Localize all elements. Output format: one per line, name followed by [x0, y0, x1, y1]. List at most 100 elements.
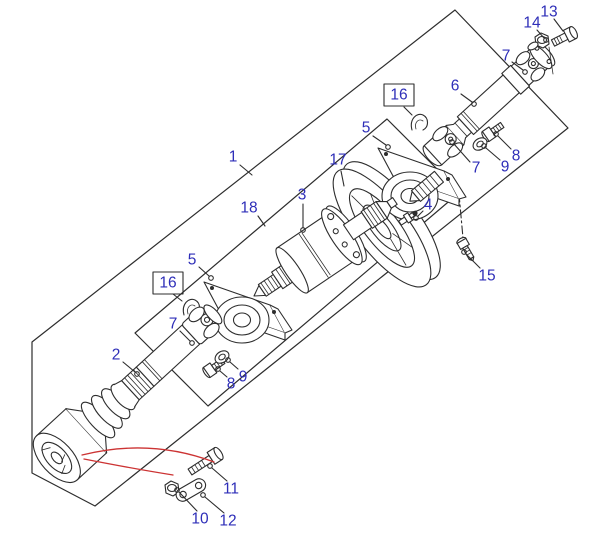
part-nut-14 — [527, 32, 554, 75]
leader-line — [219, 370, 228, 378]
leader-dot — [461, 249, 467, 255]
callout-number: 18 — [240, 200, 257, 217]
leader-line — [417, 210, 424, 217]
leader-line — [497, 135, 512, 150]
kit-outline-border — [31, 9, 569, 507]
leader-line — [485, 147, 501, 161]
leader-line — [511, 61, 524, 71]
callout-number: 11 — [223, 481, 239, 498]
callout-number: 3 — [298, 187, 307, 204]
callout-7-universal-joint-front[interactable]: 7 — [169, 316, 195, 346]
callout-9-washer-rear[interactable]: 9 — [481, 143, 510, 176]
callout-number: 12 — [219, 513, 236, 530]
leader-dot — [481, 143, 487, 149]
callout-number: 9 — [501, 159, 510, 176]
callout-17-drum-flange[interactable]: 17 — [329, 152, 347, 187]
leader-line — [340, 170, 345, 187]
callout-15-screw[interactable]: 15 — [461, 249, 496, 285]
callout-11-bolt-fixing[interactable]: 11 — [207, 463, 239, 498]
highlight-box — [152, 271, 184, 295]
callout-number: 7 — [169, 316, 178, 333]
leader-line — [179, 330, 191, 342]
leader-line — [239, 164, 253, 176]
callout-9-washer-front[interactable]: 9 — [225, 357, 248, 386]
part-bolt-11 — [187, 446, 224, 476]
callout-number: 13 — [540, 4, 557, 21]
leader-dot — [189, 340, 195, 346]
callout-number: 7 — [502, 48, 511, 65]
leader-line — [465, 253, 481, 269]
callout-1-propshaft-kit-outline[interactable]: 1 — [229, 149, 253, 176]
callout-8-bolt-rear[interactable]: 8 — [493, 131, 521, 165]
callout-12-link-strap[interactable]: 12 — [200, 492, 237, 530]
leader-line — [178, 491, 198, 512]
leader-dot — [207, 463, 213, 469]
part-bolt-8-rear — [481, 121, 505, 143]
leader-dot — [493, 131, 499, 137]
leader-line — [403, 106, 413, 116]
leader-dot — [174, 487, 180, 493]
leader-dot — [300, 227, 306, 233]
leader-line — [372, 135, 387, 146]
part-bolt-13 — [550, 26, 579, 47]
callout-number: 10 — [191, 511, 209, 528]
callout-8-bolt-front[interactable]: 8 — [215, 366, 236, 393]
callout-4-grease-nipple[interactable]: 4 — [413, 197, 433, 221]
leader-dot — [543, 37, 549, 43]
callout-number: 8 — [227, 376, 236, 393]
callout-3-coupling-shaft[interactable]: 3 — [298, 187, 307, 233]
callout-number: 6 — [451, 78, 460, 95]
callout-number: 5 — [188, 252, 197, 269]
part-grease-nipple-4 — [398, 210, 418, 226]
callout-number: 2 — [112, 347, 121, 364]
callout-14-nut-flange[interactable]: 14 — [523, 15, 549, 43]
callout-number: 5 — [362, 120, 371, 137]
callout-7-universal-joint-rear-upper[interactable]: 7 — [502, 48, 528, 75]
leader-dot — [471, 101, 477, 107]
leader-line — [257, 215, 266, 227]
callout-number: 16 — [159, 275, 176, 292]
part-front-propshaft-2 — [32, 304, 223, 484]
leader-dot — [134, 371, 140, 377]
red-pointer-curves — [81, 447, 215, 476]
callout-number: 16 — [390, 87, 407, 104]
leader-line — [460, 93, 473, 103]
callout-5-centre-bearing-bracket-front[interactable]: 5 — [188, 252, 214, 281]
leader-dot — [200, 492, 206, 498]
callout-16-retaining-clip-front[interactable]: 16 — [152, 271, 184, 302]
leader-dot — [522, 69, 528, 75]
callout-18-propshaft-assembly-outline[interactable]: 18 — [240, 200, 266, 227]
callout-number: 14 — [523, 15, 541, 32]
callout-13-bolt-flange[interactable]: 13 — [540, 4, 564, 32]
leader-line — [204, 496, 225, 514]
leader-line — [122, 361, 136, 373]
part-spline-stub-rear — [409, 170, 445, 202]
leader-dot — [215, 366, 221, 372]
part-coupling-shaft-3 — [253, 197, 398, 297]
leader-dot — [385, 144, 391, 150]
callout-5-centre-bearing-bracket-rear[interactable]: 5 — [362, 120, 391, 150]
leader-line — [172, 293, 183, 302]
callout-7-universal-joint-rear-lower[interactable]: 7 — [449, 139, 481, 177]
callout-2-front-propshaft[interactable]: 2 — [112, 347, 140, 377]
callout-number: 8 — [512, 148, 521, 165]
leader-line — [553, 18, 564, 32]
leader-line — [229, 361, 239, 370]
highlight-box — [383, 83, 415, 107]
callout-number: 17 — [329, 152, 346, 169]
part-rear-propshaft-6 — [422, 41, 556, 167]
leader-dot — [449, 139, 455, 145]
callout-10-nut-fixing[interactable]: 10 — [174, 487, 209, 528]
leader-dot — [413, 215, 419, 221]
leader-line — [536, 29, 545, 39]
part-bracket-5-front — [203, 281, 293, 344]
callout-6-rear-propshaft[interactable]: 6 — [451, 78, 477, 107]
callout-number: 15 — [478, 268, 495, 285]
callout-16-retaining-clip-rear[interactable]: 16 — [383, 83, 415, 116]
part-screw-15 — [456, 236, 475, 262]
leader-line — [453, 143, 471, 163]
leader-dot — [225, 357, 231, 363]
